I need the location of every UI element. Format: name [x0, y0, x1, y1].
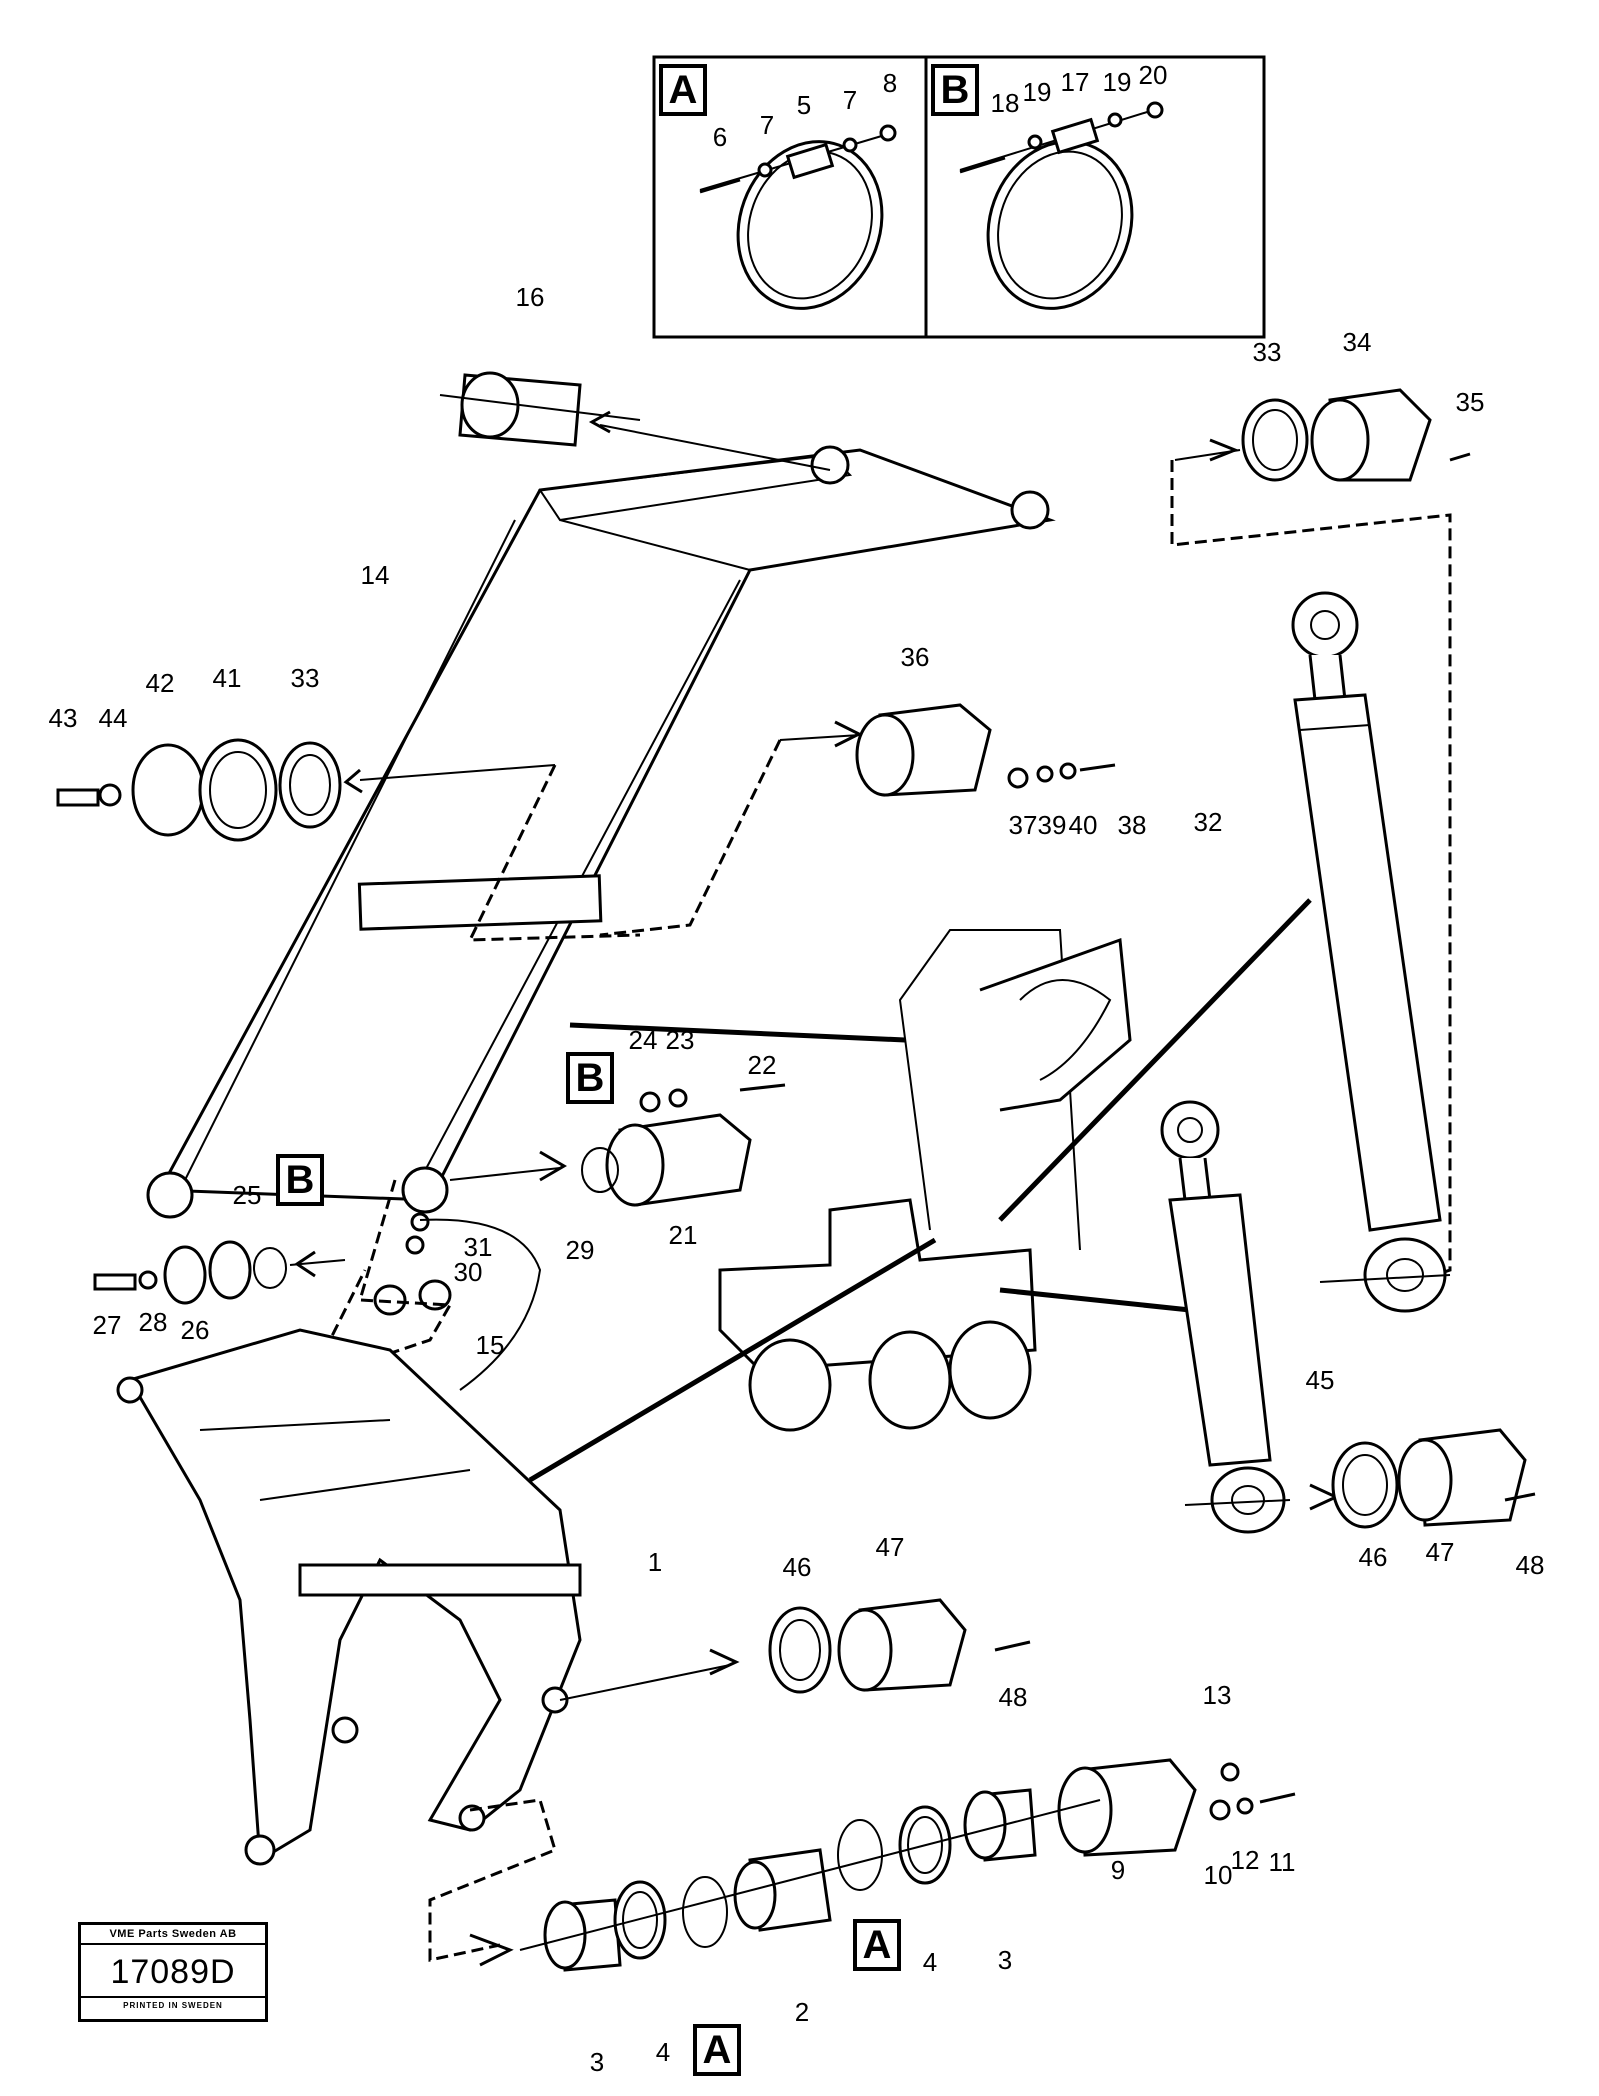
part-number: 45 — [1305, 1365, 1335, 1395]
pin-group-34 — [1170, 388, 1471, 1282]
part-number: 4 — [922, 1947, 938, 1977]
part-number: 46 — [1358, 1542, 1388, 1572]
part-number: 23 — [665, 1025, 695, 1055]
inset-panel-a-label: A — [659, 64, 707, 116]
part-number: 11 — [1268, 1847, 1296, 1877]
part-number: 5 — [796, 90, 812, 120]
pin-group-21 — [449, 1083, 786, 1207]
part-number: 37 — [1008, 810, 1038, 840]
leader-line — [569, 1022, 906, 1043]
hose-clamp-a — [699, 124, 897, 310]
loader-frame — [116, 1328, 740, 1967]
part-number: 32 — [1193, 807, 1223, 837]
pin-group-36 — [599, 703, 1116, 937]
part-number: 12 — [1230, 1845, 1260, 1875]
stamp-company: VME Parts Sweden AB — [81, 1925, 265, 1945]
part-number: 3 — [589, 2047, 605, 2077]
part-number: 47 — [875, 1532, 905, 1562]
part-number: 9 — [1110, 1855, 1126, 1885]
part-number: 21 — [668, 1220, 698, 1250]
part-number: 33 — [1252, 337, 1282, 367]
callout-a-right: A — [853, 1919, 901, 1971]
pin-group-47 — [768, 1598, 1031, 1694]
part-number: 29 — [565, 1235, 595, 1265]
part-number: 19 — [1022, 77, 1052, 107]
part-number: 20 — [1138, 60, 1168, 90]
part-number: 30 — [453, 1257, 483, 1287]
hose-clamp-b — [959, 101, 1164, 310]
part-number: 13 — [1202, 1680, 1232, 1710]
part-number: 48 — [998, 1682, 1028, 1712]
part-number: 27 — [92, 1310, 122, 1340]
part-number: 44 — [98, 703, 128, 733]
part-number: 6 — [712, 122, 728, 152]
part-number: 3 — [997, 1945, 1013, 1975]
part-number: 28 — [138, 1307, 168, 1337]
part-number: 15 — [475, 1330, 505, 1360]
part-number: 33 — [290, 663, 320, 693]
part-number: 18 — [990, 88, 1020, 118]
part-number: 41 — [212, 663, 242, 693]
pin-group-25 — [93, 1240, 346, 1305]
lift-arm-assembly — [146, 445, 1056, 1219]
leader-line — [528, 1237, 937, 1483]
part-number: 2 — [794, 1997, 810, 2027]
catalog-stamp: VME Parts Sweden AB 17089D PRINTED IN SW… — [78, 1922, 268, 2022]
part-number: 8 — [882, 68, 898, 98]
part-number: 16 — [515, 282, 545, 312]
part-number: 22 — [747, 1050, 777, 1080]
part-number: 36 — [900, 642, 930, 672]
pin-16 — [439, 371, 831, 471]
pin-group-42 — [56, 738, 641, 942]
part-number: 39 — [1037, 810, 1067, 840]
part-number: 4 — [655, 2037, 671, 2067]
part-number: 1 — [647, 1547, 663, 1577]
pin-group-9 — [519, 1758, 1296, 1972]
part-number: 42 — [145, 668, 175, 698]
part-number: 25 — [232, 1180, 262, 1210]
part-number: 46 — [782, 1552, 812, 1582]
part-number: 35 — [1455, 387, 1485, 417]
inset-panel-b-label: B — [931, 64, 979, 116]
part-number: 14 — [360, 560, 390, 590]
detail-inset — [652, 55, 1266, 339]
part-number: 34 — [1342, 327, 1372, 357]
lift-cylinder-32 — [1291, 591, 1451, 1313]
stamp-printed: PRINTED IN SWEDEN — [123, 2001, 223, 2010]
part-number: 40 — [1068, 810, 1098, 840]
part-number: 43 — [48, 703, 78, 733]
machine-overview — [718, 929, 1132, 1432]
part-number: 48 — [1515, 1550, 1545, 1580]
stamp-number: 17089D — [81, 1945, 265, 1998]
part-number: 19 — [1102, 67, 1132, 97]
part-number: 24 — [628, 1025, 658, 1055]
leader-line — [998, 898, 1312, 1222]
leader-line — [999, 1287, 1191, 1313]
part-number: 10 — [1203, 1860, 1233, 1890]
callout-b-lower: B — [276, 1154, 324, 1206]
part-number: 26 — [180, 1315, 210, 1345]
part-number: 47 — [1425, 1537, 1455, 1567]
part-number: 17 — [1060, 67, 1090, 97]
part-number: 7 — [842, 85, 858, 115]
part-number: 31 — [463, 1232, 493, 1262]
tilt-cylinder-45 — [1160, 1100, 1536, 1534]
part-number: 7 — [759, 110, 775, 140]
callout-b-upper: B — [566, 1052, 614, 1104]
callout-a-left: A — [693, 2024, 741, 2076]
part-number: 38 — [1117, 810, 1147, 840]
